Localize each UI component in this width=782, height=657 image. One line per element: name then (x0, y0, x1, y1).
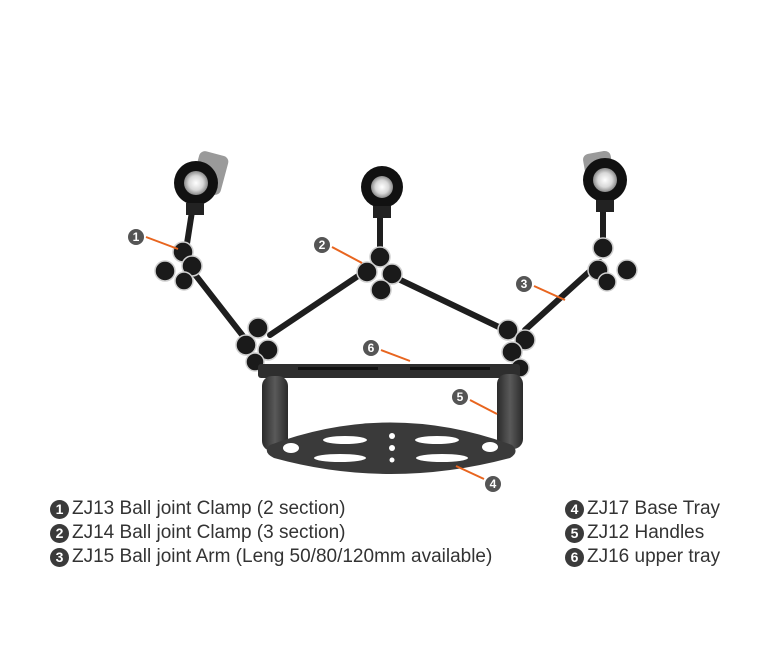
legend-label: ZJ13 Ball joint Clamp (2 section) (72, 498, 346, 519)
callout-3: 3 (516, 276, 532, 292)
number-badge-icon: 2 (50, 523, 69, 543)
svg-text:2: 2 (319, 238, 326, 252)
number-badge-icon: 5 (565, 523, 584, 543)
legend-left: 1 ZJ13 Ball joint Clamp (2 section) 2 ZJ… (50, 497, 492, 569)
upper-tray (258, 364, 520, 378)
callout-1: 1 (128, 229, 144, 245)
legend-right: 4 ZJ17 Base Tray 5 ZJ12 Handles 6 ZJ16 u… (565, 497, 720, 569)
light-right (583, 150, 627, 212)
legend-item-5: 5 ZJ12 Handles (565, 521, 720, 545)
number-badge-icon: 1 (50, 499, 69, 519)
legend-item-1: 1 ZJ13 Ball joint Clamp (2 section) (50, 497, 492, 521)
legend-label: ZJ12 Handles (587, 522, 705, 543)
legend-label: ZJ17 Base Tray (587, 498, 721, 519)
callout-4: 4 (485, 476, 501, 492)
legend-item-2: 2 ZJ14 Ball joint Clamp (3 section) (50, 521, 492, 545)
legend-label: ZJ15 Ball joint Arm (Leng 50/80/120mm av… (72, 546, 493, 567)
light-center (361, 166, 403, 218)
number-badge-icon: 6 (565, 547, 584, 567)
legend-label: ZJ16 upper tray (587, 546, 721, 567)
callout-5: 5 (452, 389, 468, 405)
callout-6: 6 (363, 340, 379, 356)
svg-text:5: 5 (457, 390, 464, 404)
svg-text:6: 6 (368, 341, 375, 355)
callout-badges: 1 2 3 4 5 6 (128, 229, 532, 492)
base-tray (266, 422, 516, 474)
callout-2: 2 (314, 237, 330, 253)
light-left (174, 151, 229, 215)
svg-text:1: 1 (133, 230, 140, 244)
legend-item-4: 4 ZJ17 Base Tray (565, 497, 720, 521)
legend-item-6: 6 ZJ16 upper tray (565, 545, 720, 569)
number-badge-icon: 4 (565, 499, 584, 519)
svg-text:4: 4 (490, 477, 497, 491)
legend-item-3: 3 ZJ15 Ball joint Arm (Leng 50/80/120mm … (50, 545, 492, 569)
callout-lines (145, 236, 566, 480)
number-badge-icon: 3 (50, 547, 69, 567)
svg-text:3: 3 (521, 277, 528, 291)
handles (262, 374, 523, 451)
legend-label: ZJ14 Ball joint Clamp (3 section) (72, 522, 346, 543)
